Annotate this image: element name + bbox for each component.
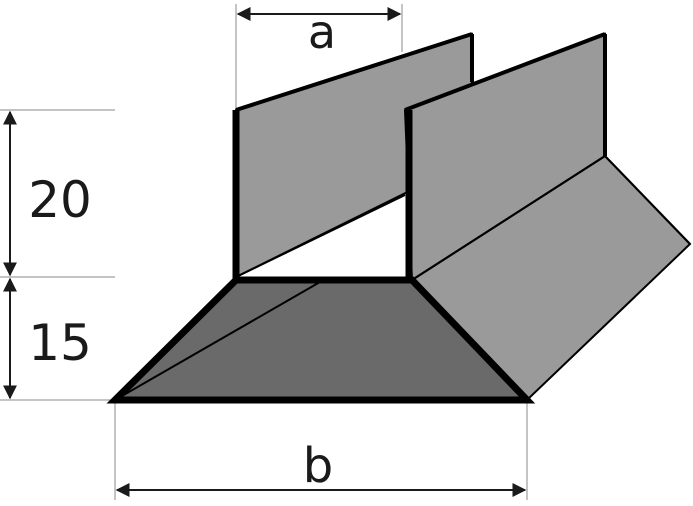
front-trapezoid-face xyxy=(106,276,536,404)
dimension-lines xyxy=(3,7,527,497)
left-wall-top-edge xyxy=(235,32,473,112)
label-15: 15 xyxy=(28,314,92,372)
trapezoid-diagonal xyxy=(114,281,321,401)
label-20: 20 xyxy=(28,171,92,229)
right-wall-bottom-edge xyxy=(411,155,606,281)
inner-floor-edge xyxy=(235,194,406,278)
right-wall-top-edge xyxy=(404,32,606,112)
extension-lines xyxy=(0,4,528,500)
label-b: b xyxy=(303,438,333,494)
label-a: a xyxy=(308,5,336,59)
slope-back-edge xyxy=(604,155,691,245)
